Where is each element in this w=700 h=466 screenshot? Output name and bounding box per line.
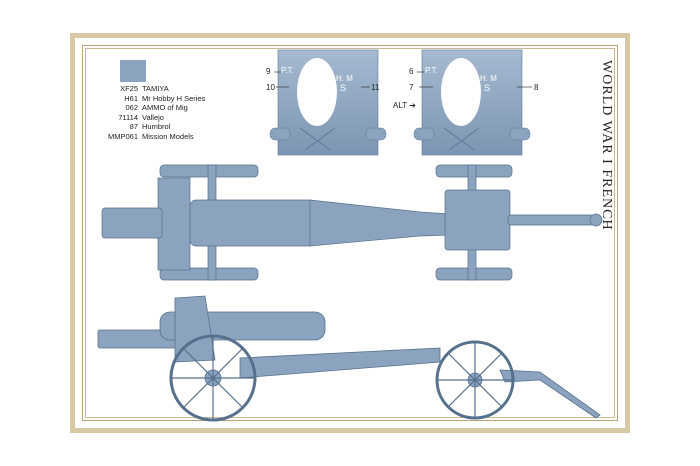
callout-number: 9: [266, 67, 271, 76]
legend-brand: Vallejo: [142, 112, 164, 122]
callout-number: 10: [266, 83, 275, 92]
legend-code: XF25: [120, 84, 138, 93]
arrow-right-icon: ➔: [409, 101, 416, 110]
marking-s: S: [340, 83, 347, 93]
marking-pt: P.T.: [425, 66, 438, 75]
legend-code: H61: [124, 93, 138, 103]
legend-code: 87: [129, 122, 138, 132]
callout-number: 8: [534, 83, 539, 92]
legend-code: 062: [125, 103, 138, 113]
frame-line-inner: [85, 48, 615, 418]
alt-indicator: ALT ➔: [393, 101, 416, 110]
legend-row: XF25 TAMIYA: [108, 84, 205, 94]
wheel-spokes: [171, 336, 513, 420]
color-swatch: [120, 60, 146, 82]
callout-number: 7: [409, 83, 414, 92]
shield-panel-right: [413, 49, 531, 156]
legend-brand: Humbrol: [142, 122, 171, 132]
marking-hm: H. M: [336, 74, 353, 83]
frame-line-outer: [82, 45, 618, 421]
legend-row: H61 Mr Hobby H Series: [108, 94, 205, 104]
marking-hm: H. M: [480, 74, 497, 83]
alt-label: ALT: [393, 101, 408, 110]
legend-row: 062 AMMO of Mig: [108, 103, 205, 113]
legend-brand: TAMIYA: [142, 84, 169, 93]
legend-brand: Mission Models: [142, 131, 194, 141]
legend-row: 87 Humbrol: [108, 122, 205, 132]
callout-number: 6: [409, 67, 414, 76]
legend-brand: AMMO of Mig: [142, 103, 188, 113]
paint-legend: XF25 TAMIYA H61 Mr Hobby H Series 062 AMMO …: [108, 84, 205, 142]
legend-code: 71114: [118, 112, 138, 122]
legend-brand: Mr Hobby H Series: [142, 93, 206, 103]
callout-number: 11: [371, 83, 380, 92]
side-view-gun: [97, 295, 601, 422]
top-view-gun: [101, 164, 603, 281]
callout-lines: [274, 71, 532, 88]
marking-pt: P.T.: [281, 66, 294, 75]
shield-panel-left: [269, 49, 387, 156]
marking-s: S: [484, 83, 491, 93]
legend-row: 71114 Vallejo: [108, 113, 205, 123]
legend-code: MMP061: [108, 131, 139, 141]
